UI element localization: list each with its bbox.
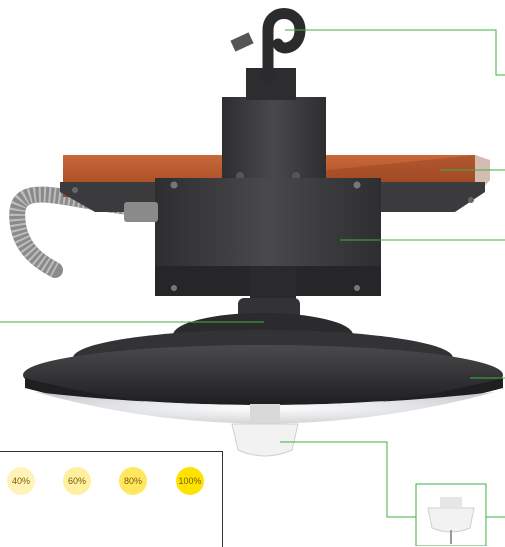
lumen-level-100: 100% <box>176 467 204 495</box>
callout-sensor <box>280 441 416 518</box>
motion-sensor <box>231 404 299 457</box>
lumen-legend-panel <box>0 451 223 547</box>
sensor-inset <box>415 483 487 546</box>
lumen-level-80: 80% <box>119 467 147 495</box>
hanger-column <box>222 68 326 181</box>
lumen-level-60: 60% <box>63 467 91 495</box>
lumen-level-40: 40% <box>7 467 35 495</box>
power-lumens-switch-label: Power/lumens switch <box>70 513 169 525</box>
callout-hook <box>285 29 505 76</box>
callout-lines <box>0 29 505 518</box>
